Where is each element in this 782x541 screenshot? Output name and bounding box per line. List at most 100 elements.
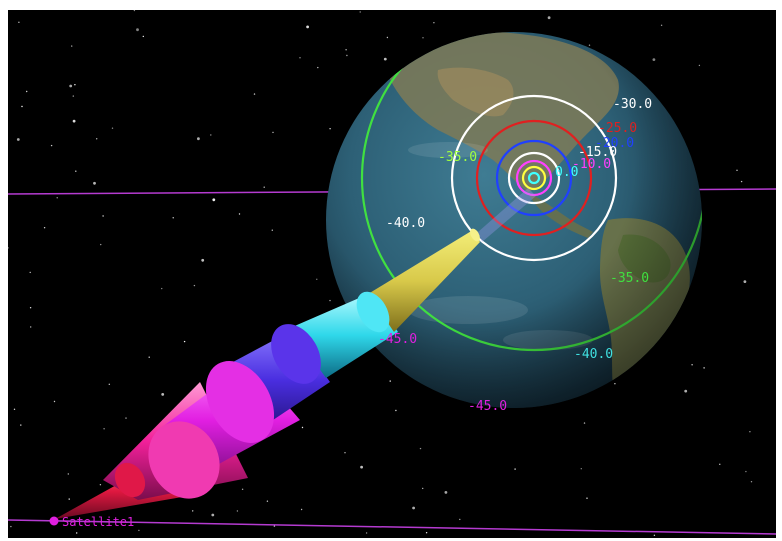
star bbox=[660, 24, 663, 26]
star bbox=[273, 525, 276, 527]
star bbox=[72, 119, 76, 123]
star bbox=[300, 508, 303, 511]
star bbox=[698, 64, 701, 67]
star bbox=[96, 138, 98, 140]
star bbox=[71, 45, 73, 47]
contour-label: -30.0 bbox=[613, 97, 652, 112]
satellite-label[interactable]: Satellite1 bbox=[62, 515, 134, 529]
star bbox=[108, 383, 111, 385]
star bbox=[263, 186, 265, 188]
star bbox=[344, 452, 346, 454]
star bbox=[433, 22, 435, 24]
star bbox=[138, 529, 140, 532]
contour-label: -10.0 bbox=[572, 157, 611, 172]
contour-label: -20.0 bbox=[595, 136, 634, 151]
star bbox=[301, 426, 304, 429]
star bbox=[210, 134, 212, 136]
contour-labels: -30.0 -25.0 -20.0 -15.0 -10.0 0.0 -35.0 … bbox=[378, 97, 652, 414]
star bbox=[26, 90, 28, 93]
star bbox=[514, 468, 516, 470]
star bbox=[586, 497, 588, 499]
star bbox=[93, 181, 96, 185]
star bbox=[266, 500, 269, 502]
star bbox=[68, 498, 70, 500]
star bbox=[412, 506, 415, 510]
star bbox=[133, 10, 136, 12]
star bbox=[306, 25, 309, 29]
star bbox=[383, 57, 387, 61]
star bbox=[74, 84, 76, 86]
star bbox=[8, 247, 9, 249]
star bbox=[365, 532, 368, 534]
star bbox=[580, 468, 582, 470]
star bbox=[161, 393, 165, 396]
contour-label: -45.0 bbox=[378, 332, 417, 347]
star bbox=[691, 364, 693, 366]
contour-label: -40.0 bbox=[386, 216, 425, 231]
star bbox=[389, 380, 391, 382]
star bbox=[238, 213, 241, 215]
star bbox=[386, 36, 389, 39]
star bbox=[75, 170, 77, 172]
star bbox=[395, 409, 397, 412]
star bbox=[583, 422, 586, 424]
star bbox=[72, 95, 75, 97]
3d-globe-viewport[interactable]: -30.0 -25.0 -20.0 -15.0 -10.0 0.0 -35.0 … bbox=[8, 10, 776, 538]
star bbox=[703, 367, 705, 369]
star bbox=[111, 127, 114, 129]
orbit-track-lower bbox=[8, 519, 776, 535]
star bbox=[161, 287, 163, 290]
star bbox=[750, 481, 753, 483]
star bbox=[16, 138, 20, 141]
star bbox=[201, 258, 205, 262]
star bbox=[745, 470, 747, 473]
star bbox=[125, 417, 127, 419]
star bbox=[684, 389, 688, 393]
star bbox=[425, 532, 428, 534]
star bbox=[21, 105, 23, 108]
star bbox=[749, 431, 751, 433]
star bbox=[329, 128, 331, 130]
star bbox=[614, 383, 616, 385]
star bbox=[172, 217, 174, 219]
satellite-marker[interactable]: Satellite1 bbox=[49, 515, 135, 529]
star bbox=[740, 180, 743, 183]
antenna-beam bbox=[55, 188, 536, 519]
star bbox=[547, 16, 551, 20]
star bbox=[653, 534, 656, 536]
contour-label: -15.0 bbox=[578, 145, 617, 160]
star bbox=[136, 28, 139, 32]
star bbox=[422, 487, 424, 490]
star bbox=[652, 58, 656, 61]
star bbox=[236, 510, 239, 512]
star bbox=[211, 513, 215, 517]
star bbox=[193, 284, 196, 287]
satellite-icon[interactable] bbox=[49, 516, 59, 526]
star bbox=[53, 400, 56, 403]
star bbox=[142, 35, 144, 38]
earth-globe bbox=[326, 32, 702, 408]
star bbox=[346, 54, 348, 57]
star bbox=[56, 197, 58, 199]
star bbox=[419, 447, 422, 450]
star bbox=[359, 11, 361, 13]
star bbox=[10, 525, 12, 528]
star bbox=[212, 198, 216, 202]
star bbox=[459, 518, 461, 521]
star-field bbox=[8, 10, 753, 536]
contour-label: 0.0 bbox=[555, 165, 578, 180]
star bbox=[299, 57, 301, 59]
contour-label: -25.0 bbox=[598, 121, 637, 136]
star bbox=[67, 473, 69, 475]
contour-label: -45.0 bbox=[468, 399, 507, 414]
star bbox=[743, 280, 747, 283]
star bbox=[588, 44, 591, 46]
star bbox=[317, 66, 319, 69]
star bbox=[719, 463, 721, 465]
star bbox=[329, 299, 331, 302]
star bbox=[192, 510, 194, 512]
star bbox=[43, 227, 46, 229]
star bbox=[18, 21, 20, 23]
globe-scene[interactable]: -30.0 -25.0 -20.0 -15.0 -10.0 0.0 -35.0 … bbox=[8, 10, 776, 538]
star bbox=[100, 243, 102, 246]
